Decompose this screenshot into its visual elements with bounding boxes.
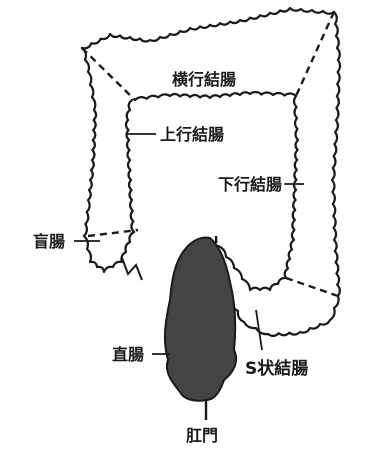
label-rectum: 直腸 xyxy=(112,345,144,364)
descending-outer-wall xyxy=(330,10,342,298)
label-anus: 肛門 xyxy=(186,426,218,445)
svg-text:下行結腸: 下行結腸 xyxy=(218,175,282,194)
colon-outline xyxy=(80,6,342,338)
boundary-transverse-descending xyxy=(294,11,336,97)
label-descending-colon: 下行結腸 xyxy=(218,175,282,194)
label-ascending-colon: 上行結腸 xyxy=(160,125,224,144)
ascending-outer-wall xyxy=(80,46,98,238)
label-sigmoid-colon: S状結腸 xyxy=(245,358,308,379)
rectum-shape xyxy=(163,236,238,402)
label-transverse-colon: 横行結腸 xyxy=(172,70,236,89)
appendix xyxy=(121,257,143,281)
descending-inner-wall xyxy=(283,94,300,280)
labels: 横行結腸 横行結腸 上行結腸 上行結腸 下行結腸 下行結腸 盲腸 直腸 S状結腸… xyxy=(33,68,308,446)
cecum-bottom-wall xyxy=(82,230,136,274)
ascending-inner-wall xyxy=(124,98,136,234)
leader-lines xyxy=(74,133,304,355)
sigmoid-outer-wall xyxy=(230,294,340,338)
boundary-descending-sigmoid xyxy=(285,276,339,298)
svg-text:横行結腸: 横行結腸 xyxy=(172,70,236,89)
transverse-bottom-wall xyxy=(133,90,298,102)
boundary-ascending-transverse xyxy=(81,47,136,101)
svg-text:上行結腸: 上行結腸 xyxy=(160,125,224,144)
transverse-top-wall xyxy=(80,6,336,50)
label-cecum: 盲腸 xyxy=(33,232,65,251)
boundary-cecum-ascending xyxy=(87,228,139,238)
leader-sigmoid xyxy=(255,309,263,351)
sigmoid-inner-wall xyxy=(216,244,288,292)
